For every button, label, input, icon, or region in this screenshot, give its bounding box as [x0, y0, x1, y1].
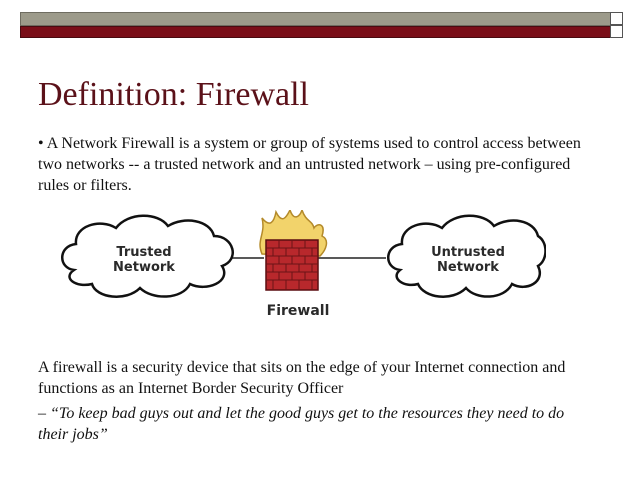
brick-wall-icon	[265, 239, 319, 291]
header-square-top	[610, 12, 623, 25]
slide-title: Definition: Firewall	[38, 76, 310, 113]
firewall-diagram: Trusted Network Untrusted Network	[61, 210, 546, 319]
untrusted-network-cloud	[387, 214, 546, 298]
trusted-label-line2: Network	[113, 260, 175, 275]
trusted-label-line1: Trusted	[116, 245, 171, 260]
untrusted-label-line2: Network	[437, 260, 499, 275]
definition-paragraph: • A Network Firewall is a system or grou…	[38, 135, 581, 194]
untrusted-label-line1: Untrusted	[431, 245, 505, 260]
quote-paragraph: – “To keep bad guys out and let the good…	[38, 405, 565, 443]
header-bar-top	[20, 12, 612, 26]
firewall-label: Firewall	[267, 303, 330, 319]
description-paragraph: A firewall is a security device that sit…	[38, 359, 566, 397]
trusted-network-cloud	[61, 214, 234, 298]
header-bar-bottom	[20, 26, 612, 38]
header-square-bottom	[610, 25, 623, 38]
